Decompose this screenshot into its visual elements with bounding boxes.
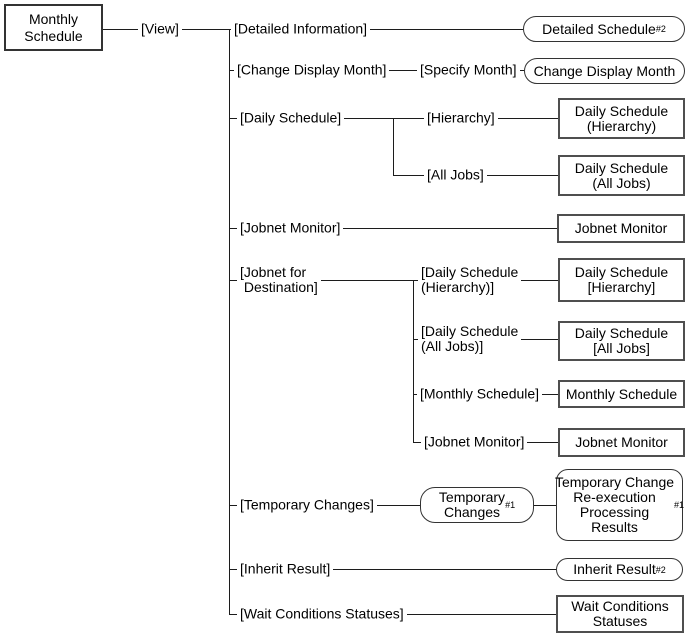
window-label: Temporary Changes xyxy=(438,489,506,520)
connector-daily-schedule-subtrunk-line xyxy=(393,118,394,176)
menu-label-detailed-information: [Detailed Information] xyxy=(231,21,371,37)
window-monthly-schedule-root: Monthly Schedule xyxy=(4,4,103,51)
window-daily-schedule-all-jobs: Daily Schedule (All Jobs) xyxy=(558,155,685,196)
window-dest-jobnet-monitor: Jobnet Monitor xyxy=(558,428,685,457)
window-wait-conditions-statuses: Wait Conditions Statuses xyxy=(556,595,684,633)
window-change-display-month: Change Display Month xyxy=(524,58,685,84)
menu-label-dest-jobnet-monitor: [Jobnet Monitor] xyxy=(421,434,528,450)
window-dest-daily-schedule-all-jobs: Daily Schedule [All Jobs] xyxy=(558,321,685,361)
window-label: Jobnet Monitor xyxy=(575,434,668,450)
window-label: Inherit Result xyxy=(573,561,656,577)
window-inherit-result: Inherit Result#2 xyxy=(556,558,683,581)
window-jobnet-monitor: Jobnet Monitor xyxy=(557,214,685,243)
menu-label-dest-daily-schedule-all-jobs: [Daily Schedule (All Jobs)] xyxy=(418,324,522,354)
menu-label-jobnet-monitor: [Jobnet Monitor] xyxy=(237,220,344,236)
window-label: Daily Schedule (Hierarchy) xyxy=(574,102,669,134)
menu-label-view: [View] xyxy=(138,21,182,37)
connector-jobnet-destination-subtrunk-line xyxy=(413,280,414,443)
menu-label-dest-monthly-schedule: [Monthly Schedule] xyxy=(417,386,543,402)
connector-line-temporary-changes-results xyxy=(534,505,556,506)
menu-label-wait-conditions-statuses: [Wait Conditions Statuses] xyxy=(237,606,407,622)
menu-label-dest-daily-schedule-hierarchy: [Daily Schedule (Hierarchy)] xyxy=(418,265,522,295)
connector-line-jobnet-monitor xyxy=(229,228,557,229)
window-dest-monthly-schedule: Monthly Schedule xyxy=(558,380,685,408)
connector-line-jobnet-destination-hierarchy xyxy=(229,280,558,281)
window-label: Daily Schedule (All Jobs) xyxy=(574,159,669,191)
connector-line-inherit-result xyxy=(229,569,556,570)
window-label: Daily Schedule [Hierarchy] xyxy=(574,264,669,295)
window-label: Temporary Change Re-execution Processing… xyxy=(554,474,675,535)
menu-label-hierarchy: [Hierarchy] xyxy=(424,110,498,126)
window-temporary-change-reexecution-results: Temporary Change Re-execution Processing… xyxy=(554,469,684,541)
menu-label-temporary-changes: [Temporary Changes] xyxy=(237,497,377,513)
window-label: Wait Conditions Statuses xyxy=(571,598,669,629)
window-temporary-changes: Temporary Changes#1 xyxy=(420,487,534,523)
menu-label-inherit-result: [Inherit Result] xyxy=(237,561,334,577)
window-label: Detailed Schedule xyxy=(542,20,656,37)
menu-label-daily-schedule: [Daily Schedule] xyxy=(237,110,345,126)
menu-label-specify-month: [Specify Month] xyxy=(417,62,520,78)
window-label: Monthly Schedule xyxy=(565,385,678,402)
window-detailed-schedule: Detailed Schedule#2 xyxy=(523,16,685,42)
window-daily-schedule-hierarchy: Daily Schedule (Hierarchy) xyxy=(558,98,685,139)
window-dest-daily-schedule-hierarchy: Daily Schedule [Hierarchy] xyxy=(558,258,685,302)
window-label: Daily Schedule [All Jobs] xyxy=(574,325,669,356)
menu-label-jobnet-for-destination: [Jobnet for Destination] xyxy=(237,265,321,295)
window-label: Jobnet Monitor xyxy=(574,220,668,236)
connector-trunk-line xyxy=(229,29,230,615)
window-label: Monthly Schedule xyxy=(24,10,83,44)
connector-line-daily-schedule-hierarchy xyxy=(229,118,558,119)
window-label: Change Display Month xyxy=(533,62,676,79)
menu-label-all-jobs: [All Jobs] xyxy=(424,167,487,183)
menu-label-change-display-month: [Change Display Month] xyxy=(234,62,390,78)
